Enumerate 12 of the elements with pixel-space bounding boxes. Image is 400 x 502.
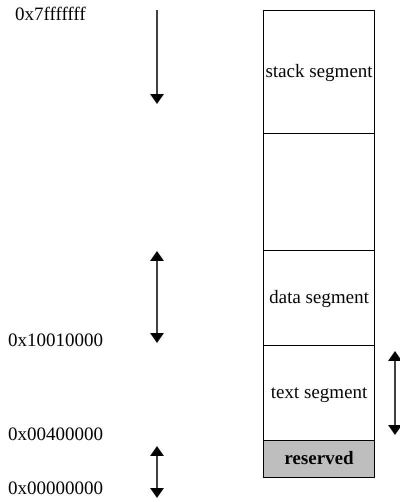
segment-label: reserved [284,448,354,470]
address-label: 0x10010000 [8,330,103,352]
segment-label: text segment [270,382,368,404]
segment-label: stack segment [265,61,373,83]
memory-segment [263,133,375,251]
memory-segment [263,250,375,346]
address-label: 0x7fffffff [15,4,86,26]
segment-label: data segment [269,287,369,309]
memory-segment [263,440,375,478]
address-label: 0x00400000 [8,424,103,446]
address-label: 0x00000000 [8,478,103,500]
memory-segment [263,10,375,134]
